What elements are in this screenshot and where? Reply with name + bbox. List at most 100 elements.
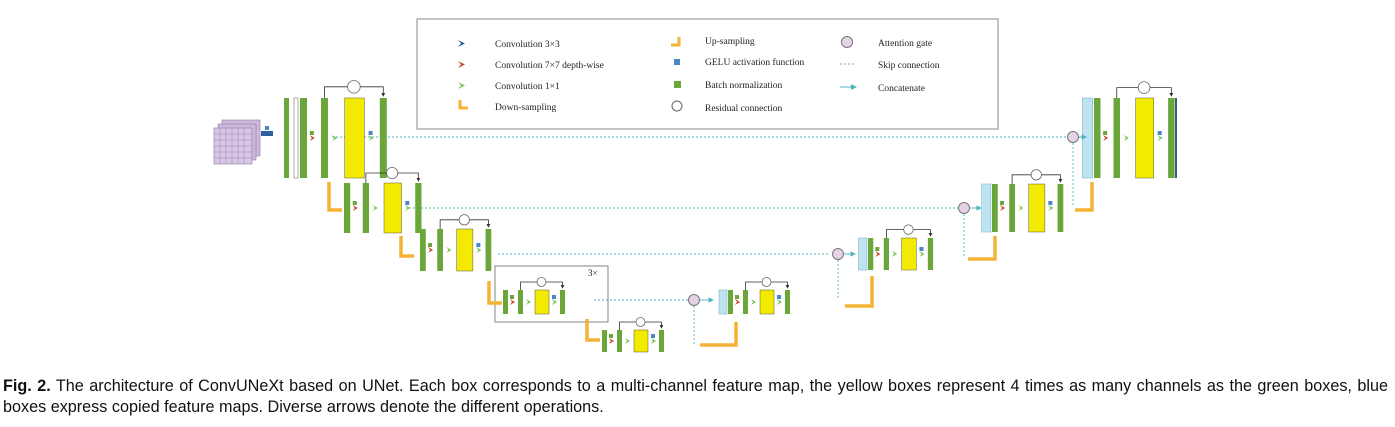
caption-prefix: Fig. 2. bbox=[3, 377, 51, 395]
green-feature-map bbox=[602, 330, 607, 352]
feature-blocks bbox=[261, 80, 1175, 353]
residual-icon bbox=[386, 166, 399, 180]
green-feature-map bbox=[300, 98, 307, 178]
conv7-icon bbox=[510, 299, 515, 305]
input-image bbox=[213, 119, 261, 165]
legend-conv3: Convolution 3×3 bbox=[495, 40, 560, 50]
batch-norm-icon bbox=[674, 81, 681, 88]
green-feature-map bbox=[284, 98, 289, 178]
conv1-icon bbox=[372, 205, 378, 211]
yellow-feature-map bbox=[759, 289, 775, 315]
copied-feature-map bbox=[1082, 97, 1094, 179]
yellow-feature-map bbox=[383, 182, 402, 234]
skip-connections bbox=[332, 136, 1074, 345]
attention-gate-icon bbox=[958, 202, 970, 214]
conv1-icon bbox=[1048, 205, 1054, 211]
green-feature-map bbox=[362, 183, 369, 233]
green-feature-map bbox=[728, 290, 733, 314]
output-map bbox=[1175, 98, 1177, 178]
conv1-icon bbox=[777, 299, 782, 305]
conv1-icon bbox=[892, 251, 898, 257]
conv1-icon bbox=[651, 338, 656, 344]
gelu-icon bbox=[552, 295, 556, 299]
gelu-icon bbox=[919, 247, 924, 251]
copied-feature-map bbox=[858, 237, 868, 271]
conv1-icon bbox=[332, 135, 338, 141]
conv7-icon bbox=[428, 247, 434, 253]
conv1-icon bbox=[458, 82, 465, 89]
conv1-icon bbox=[552, 299, 557, 305]
batch-norm-icon bbox=[1103, 131, 1108, 135]
legend-skip: Skip connection bbox=[878, 61, 940, 71]
green-feature-map bbox=[1113, 98, 1120, 178]
repeat-label: 3× bbox=[588, 268, 598, 278]
gelu-icon bbox=[651, 334, 655, 338]
green-feature-map bbox=[992, 184, 998, 232]
conv1-icon bbox=[1018, 205, 1024, 211]
attention-gate-icon bbox=[688, 294, 700, 306]
green-feature-map bbox=[485, 229, 492, 271]
yellow-feature-map bbox=[1028, 183, 1046, 233]
caption-text: The architecture of ConvUNeXt based on U… bbox=[3, 377, 1388, 416]
conv7-icon bbox=[1000, 205, 1006, 211]
green-feature-map bbox=[560, 290, 565, 314]
up-sampling-icon bbox=[671, 37, 681, 47]
batch-norm-icon bbox=[428, 243, 433, 247]
batch-norm-icon bbox=[309, 131, 314, 135]
legend-attention: Attention gate bbox=[878, 39, 932, 49]
green-feature-map bbox=[321, 98, 328, 178]
green-feature-map bbox=[927, 238, 934, 270]
repeat-box bbox=[494, 265, 609, 323]
conv1-icon bbox=[625, 338, 630, 344]
green-feature-map bbox=[617, 330, 622, 352]
green-feature-map bbox=[868, 238, 874, 270]
attention-gate-icon bbox=[841, 36, 853, 48]
gelu-icon bbox=[1048, 201, 1053, 205]
legend-down: Down-sampling bbox=[495, 103, 556, 113]
green-feature-map bbox=[1057, 184, 1064, 232]
legend-residual: Residual connection bbox=[705, 104, 783, 114]
green-feature-map bbox=[437, 229, 443, 271]
yellow-feature-map bbox=[1135, 97, 1154, 179]
residual-icon bbox=[1137, 81, 1151, 94]
residual-icon bbox=[635, 317, 646, 327]
legend: Convolution 3×3 Convolution 7×7 depth-wi… bbox=[458, 36, 940, 114]
conv7-icon bbox=[609, 338, 614, 344]
conv3-icon bbox=[458, 40, 465, 47]
attention-gate-icon bbox=[1067, 131, 1079, 143]
down-sampling-icon bbox=[458, 100, 468, 110]
green-feature-map bbox=[415, 183, 422, 233]
conv1-icon bbox=[476, 247, 482, 253]
gelu-icon bbox=[674, 59, 680, 65]
gelu-icon bbox=[368, 131, 373, 135]
conv1-icon bbox=[368, 135, 374, 141]
residual-icon bbox=[1030, 169, 1042, 181]
conv7-icon bbox=[352, 205, 358, 211]
green-feature-map bbox=[659, 330, 664, 352]
yellow-feature-map bbox=[456, 228, 474, 272]
green-feature-map bbox=[503, 290, 508, 314]
attention-gate-icon bbox=[832, 248, 844, 260]
gelu-icon bbox=[1157, 131, 1162, 135]
yellow-feature-map bbox=[534, 289, 550, 315]
conv1-icon bbox=[405, 205, 411, 211]
green-feature-map bbox=[1094, 98, 1101, 178]
green-feature-map bbox=[1009, 184, 1015, 232]
sampling-arrows bbox=[327, 182, 1094, 347]
green-feature-map bbox=[743, 290, 748, 314]
residual-icon bbox=[671, 100, 683, 112]
conv3-icon bbox=[261, 131, 273, 136]
green-feature-map bbox=[785, 290, 790, 314]
green-feature-map bbox=[883, 238, 889, 270]
concat-arrows bbox=[700, 134, 1087, 303]
conv7-icon bbox=[309, 135, 315, 141]
attention-gates bbox=[688, 131, 1079, 306]
figure-caption: Fig. 2. The architecture of ConvUNeXt ba… bbox=[3, 376, 1388, 418]
conv1-icon bbox=[526, 299, 531, 305]
legend-conv7: Convolution 7×7 depth-wise bbox=[495, 61, 604, 71]
conv1-icon bbox=[446, 247, 452, 253]
green-feature-map bbox=[1168, 98, 1175, 178]
green-feature-map bbox=[379, 98, 387, 178]
batch-norm-icon bbox=[510, 295, 514, 299]
residual-icon bbox=[903, 224, 914, 235]
